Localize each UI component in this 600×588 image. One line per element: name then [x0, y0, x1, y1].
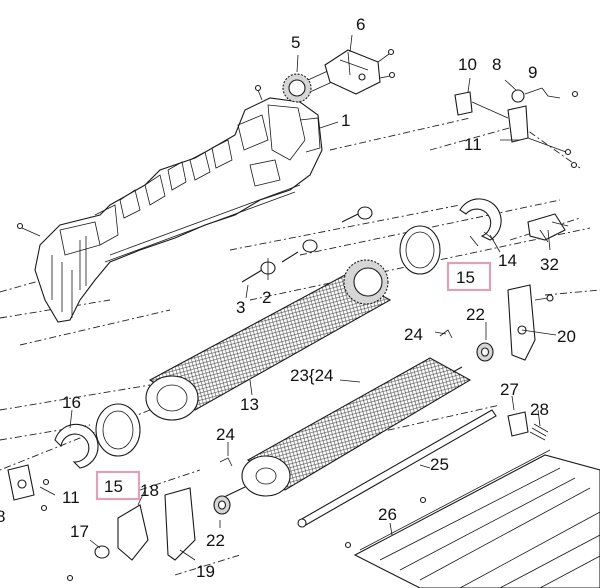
callout-3: 3: [236, 298, 245, 317]
callout-23: 23{24: [290, 366, 334, 385]
callout-labels: 1 2 3 5 6 8 9 10 11 11 13 14 15 15 16 17…: [0, 15, 576, 581]
callout-2: 2: [262, 288, 271, 307]
callout-17: 17: [70, 522, 89, 541]
callout-18: 18: [140, 481, 159, 500]
rings-upper: [399, 198, 502, 275]
callout-1: 1: [341, 111, 350, 130]
shaft-part-25: [297, 409, 497, 528]
callout-16: 16: [62, 393, 81, 412]
callout-15-upper: 15: [456, 268, 475, 287]
bearing-upper: [439, 329, 494, 362]
parts-27-28: [507, 411, 549, 441]
guide-part-26: [344, 449, 600, 588]
highlight-boxes: [95, 261, 492, 501]
callout-9: 9: [528, 63, 537, 82]
callout-8: 8: [492, 55, 501, 74]
callout-20: 20: [557, 327, 576, 346]
callout-24-upper: 24: [404, 325, 423, 344]
callout-11-lower: 11: [62, 488, 80, 507]
callout-11-upper: 11: [464, 135, 482, 154]
gear-part-5: [282, 69, 333, 103]
callout-26: 26: [378, 505, 397, 524]
parts-lower-left: [7, 403, 233, 582]
callout-32: 32: [540, 255, 559, 274]
callout-25: 25: [430, 455, 449, 474]
callout-19: 19: [196, 562, 215, 581]
callout-10: 10: [458, 55, 477, 74]
callout-14: 14: [498, 251, 517, 270]
callout-22-lower: 22: [206, 531, 225, 550]
callout-leaders: [39, 34, 557, 561]
highlight-box-15-lower: [95, 470, 141, 501]
callout-5: 5: [291, 33, 300, 52]
callout-22-upper: 22: [466, 305, 485, 324]
main-frame: [16, 84, 323, 323]
bracket-part-32: [527, 213, 569, 243]
callout-28: 28: [530, 400, 549, 419]
callout-24-lower: 24: [216, 425, 235, 444]
callout-6: 6: [356, 15, 365, 34]
callout-27: 27: [500, 380, 519, 399]
bracket-part-20: [507, 284, 554, 361]
highlight-box-15-upper: [446, 261, 492, 292]
bracket-part-6: [324, 48, 396, 95]
callout-13: 13: [240, 395, 259, 414]
callout-8-lower: 8: [0, 507, 5, 526]
pins: [241, 206, 373, 283]
roller-part-13: [145, 259, 392, 421]
callout-15-lower: 15: [104, 477, 123, 496]
roller-part-23: [221, 357, 472, 499]
sensor-assembly-8-11: [454, 87, 579, 169]
